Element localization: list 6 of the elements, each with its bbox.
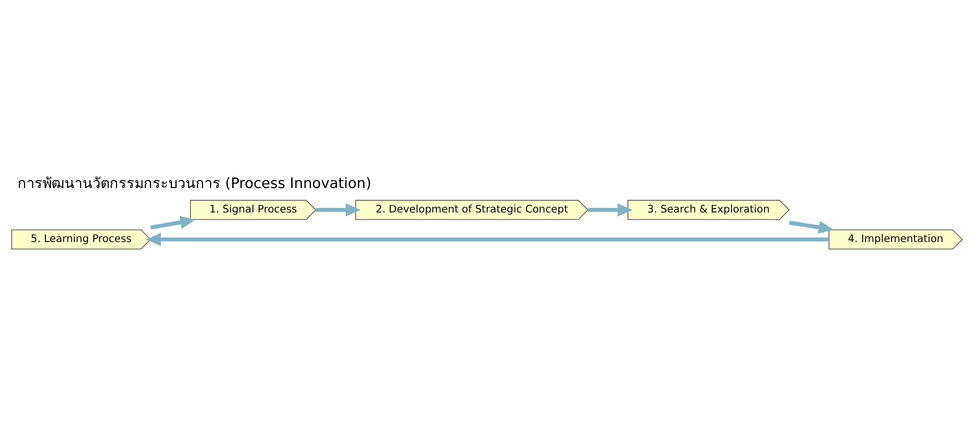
arrow [316,202,361,216]
arrow [789,220,834,234]
arrow [588,202,633,216]
arrow [146,232,829,246]
arrow [150,215,196,229]
diagram-title: การพัฒนานวัตกรรมกระบวนการ (Process Innovation) [18,175,372,192]
